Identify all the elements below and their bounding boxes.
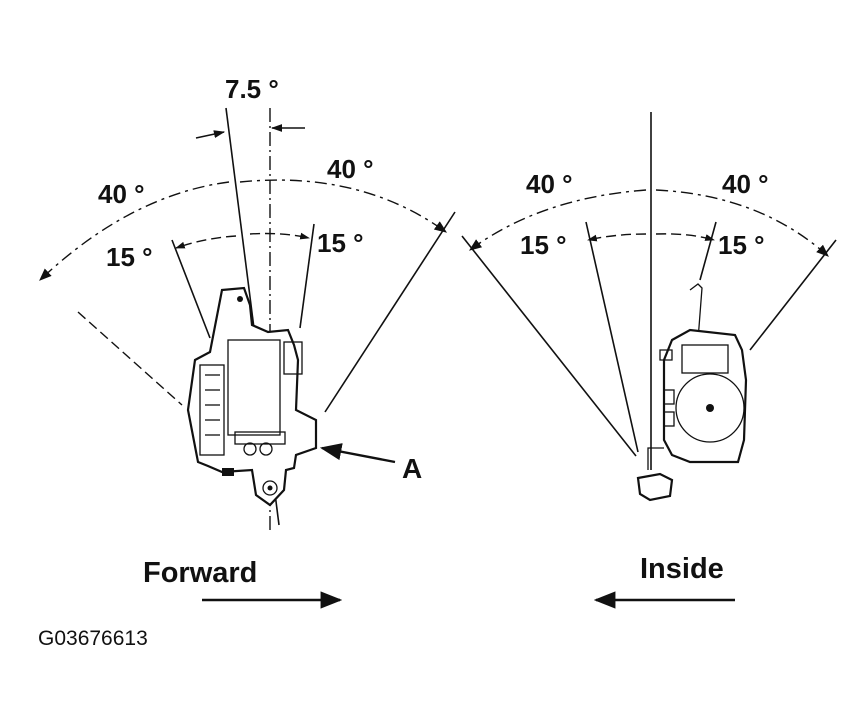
- angle-label-right-15-left: 15 °: [520, 230, 567, 260]
- left-15-arc-right: [249, 232, 310, 240]
- left-40-arc-right: [239, 179, 448, 233]
- angle-label-left-40-right: 40 °: [327, 154, 374, 184]
- callout-a-arrow: [319, 443, 396, 464]
- left-15-line-right: [299, 223, 315, 329]
- left-15-line-left: [171, 239, 211, 339]
- left-40-line-right: [324, 211, 456, 413]
- left-door-lock-actuator: [186, 286, 318, 507]
- angle-label-7-5: 7.5 °: [225, 74, 279, 104]
- left-40-line-left: [77, 311, 183, 406]
- right-door-lock-actuator: [636, 283, 748, 502]
- angle-label-left-15-left: 15 °: [106, 242, 153, 272]
- left-40-arc-left: [39, 181, 230, 281]
- right-view: [461, 112, 837, 609]
- right-40-line-right: [749, 239, 837, 351]
- right-15-arc-left: [587, 233, 647, 242]
- right-15-line-right: [699, 221, 717, 281]
- left-7-5-arrow-left: [195, 130, 226, 139]
- angle-label-right-40-left: 40 °: [526, 169, 573, 199]
- right-40-arc-left: [468, 189, 647, 251]
- direction-label-inside: Inside: [640, 553, 724, 585]
- figure-code: G03676613: [38, 627, 148, 650]
- angle-label-right-40-right: 40 °: [722, 169, 769, 199]
- direction-label-forward: Forward: [143, 557, 257, 589]
- callout-label-a: A: [402, 453, 422, 484]
- angle-label-left-15-right: 15 °: [317, 228, 364, 258]
- right-15-line-left: [585, 221, 639, 453]
- angle-label-left-40-left: 40 °: [98, 179, 145, 209]
- left-view: [39, 107, 456, 609]
- angle-label-right-15-right: 15 °: [718, 230, 765, 260]
- left-15-arc-left: [175, 235, 237, 249]
- right-40-line-left: [461, 235, 637, 457]
- right-15-arc-right: [655, 233, 715, 241]
